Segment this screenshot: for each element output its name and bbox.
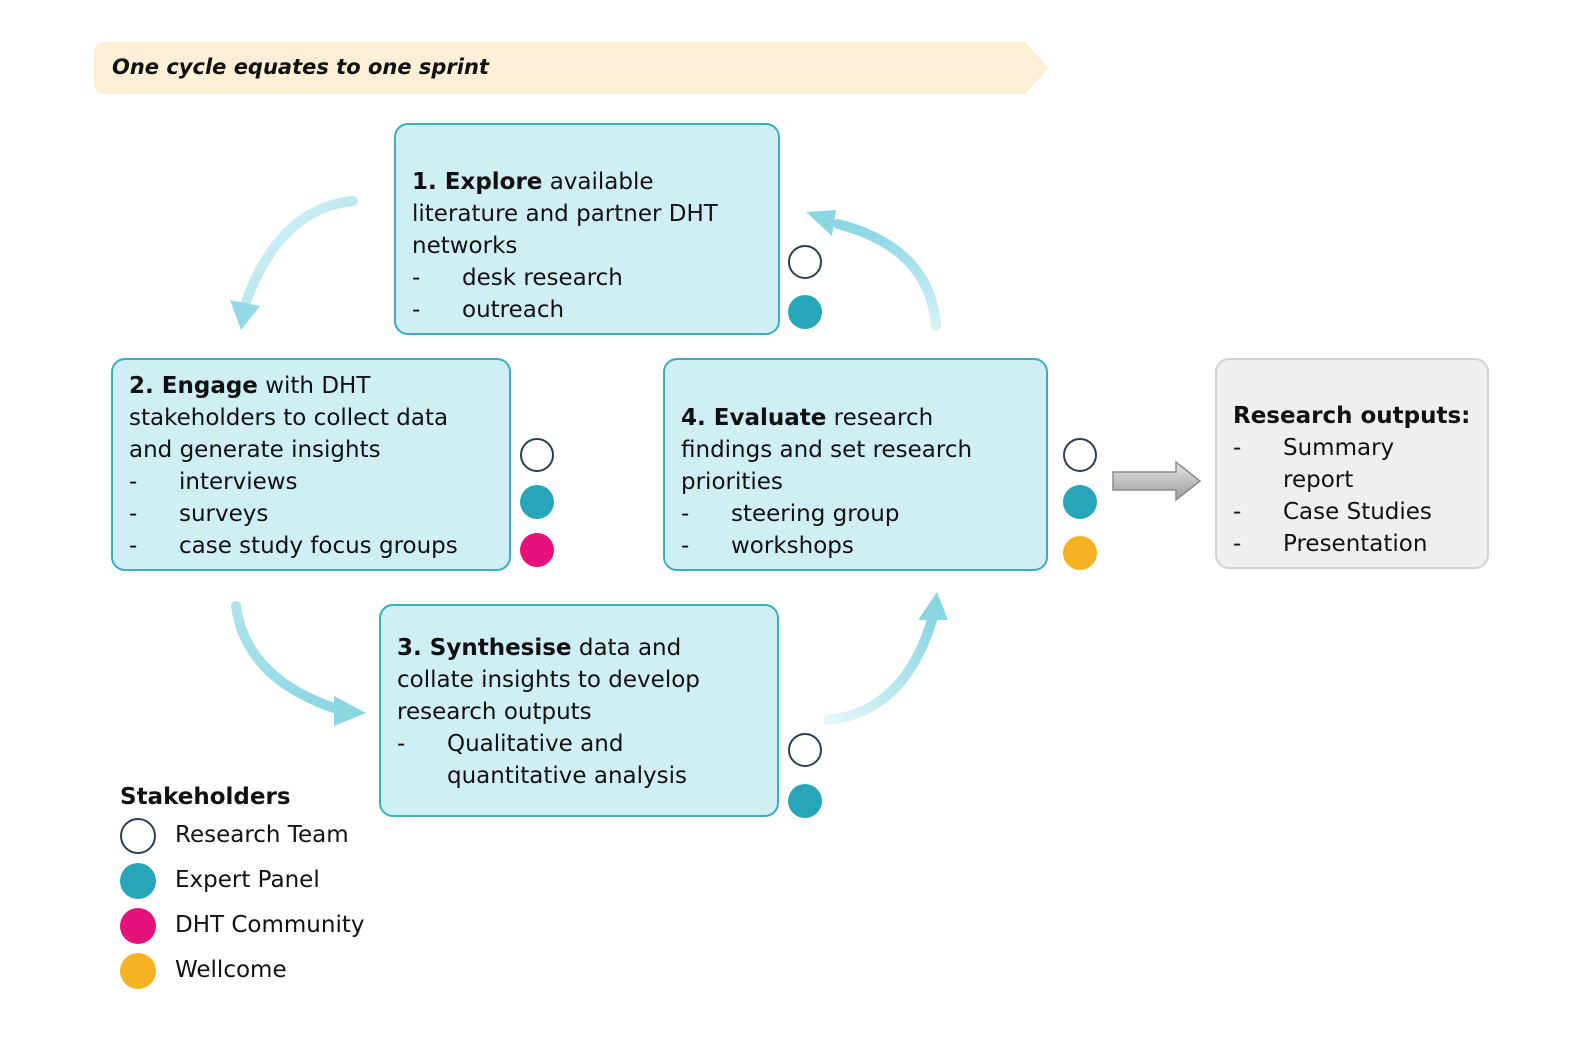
legend-label: Expert Panel <box>175 867 320 893</box>
legend-label: DHT Community <box>175 912 365 938</box>
step-synthesise-heading: 3. Synthesise data and collate insights … <box>397 635 700 725</box>
list-item: Qualitative and quantitative analysis <box>397 728 761 792</box>
research-team-dot <box>120 818 156 854</box>
step-synthesise-box: 3. Synthesise data and collate insights … <box>379 604 779 817</box>
legend-label: Research Team <box>175 822 349 848</box>
arrow-engage-to-synthesise <box>231 601 366 726</box>
legend-label: Wellcome <box>175 957 287 983</box>
sprint-banner: One cycle equates to one sprint <box>94 42 1049 94</box>
step-evaluate-list: steering group workshops <box>681 498 1030 562</box>
arrow-explore-to-engage <box>230 196 358 330</box>
legend-item-wellcome: Wellcome <box>120 949 291 994</box>
research-outputs-list: Summary report Case Studies Presentation <box>1233 432 1471 560</box>
step-explore-heading: 1. Explore available literature and part… <box>412 169 718 259</box>
research-team-dot <box>520 438 554 472</box>
legend-item-expert-panel: Expert Panel <box>120 859 320 904</box>
research-team-dot <box>788 245 822 279</box>
list-item: Presentation <box>1233 528 1471 560</box>
step-synthesise-list: Qualitative and quantitative analysis <box>397 728 761 792</box>
step-explore-list: desk research outreach <box>412 262 762 326</box>
legend-item-research-team: Research Team <box>120 814 349 859</box>
step-explore-box: 1. Explore available literature and part… <box>394 123 780 335</box>
legend-title: Stakeholders <box>120 784 291 810</box>
expert-panel-dot <box>120 863 156 899</box>
step-evaluate-heading: 4. Evaluate research findings and set re… <box>681 405 973 495</box>
wellcome-dot <box>120 953 156 989</box>
wellcome-dot <box>1063 536 1097 570</box>
list-item: desk research <box>412 262 762 294</box>
step-engage-list: interviews surveys case study focus grou… <box>129 466 493 562</box>
list-item: case study focus groups <box>129 530 493 562</box>
arrow-synthesise-to-evaluate <box>823 592 948 725</box>
stakeholders-legend: Stakeholders Research Team Expert Panel … <box>120 784 364 994</box>
list-item: interviews <box>129 466 493 498</box>
list-item: workshops <box>681 530 1030 562</box>
research-outputs-box: Research outputs: Summary report Case St… <box>1215 358 1489 569</box>
research-team-dot <box>1063 438 1097 472</box>
dht-community-dot <box>520 533 554 567</box>
dht-community-dot <box>120 908 156 944</box>
arrow-to-outputs <box>1112 460 1202 502</box>
list-item: Case Studies <box>1233 496 1471 528</box>
list-item: steering group <box>681 498 1030 530</box>
arrow-evaluate-to-explore <box>806 210 941 331</box>
step-engage-heading: 2. Engage with DHT stakeholders to colle… <box>129 373 449 463</box>
list-item: Summary report <box>1233 432 1471 496</box>
step-evaluate-box: 4. Evaluate research findings and set re… <box>663 358 1048 571</box>
step-engage-box: 2. Engage with DHT stakeholders to colle… <box>111 358 511 571</box>
research-outputs-title: Research outputs: <box>1233 403 1471 429</box>
expert-panel-dot <box>1063 485 1097 519</box>
banner-text: One cycle equates to one sprint <box>112 55 489 79</box>
list-item: surveys <box>129 498 493 530</box>
legend-item-dht-community: DHT Community <box>120 904 364 949</box>
expert-panel-dot <box>788 784 822 818</box>
research-team-dot <box>788 733 822 767</box>
expert-panel-dot <box>520 485 554 519</box>
expert-panel-dot <box>788 295 822 329</box>
list-item: outreach <box>412 294 762 326</box>
